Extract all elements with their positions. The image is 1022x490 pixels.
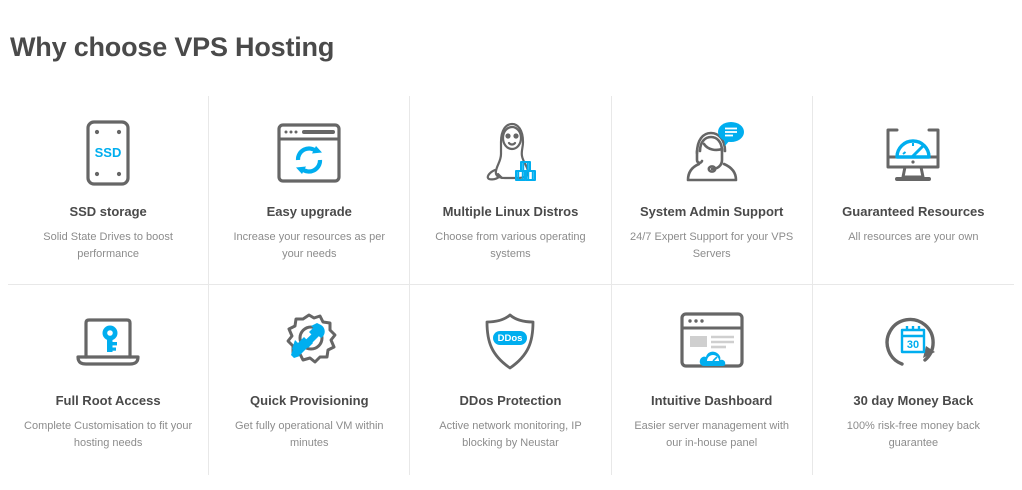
feature-title: Guaranteed Resources xyxy=(842,204,985,219)
feature-title: Easy upgrade xyxy=(266,204,352,219)
laptop-key-icon xyxy=(70,299,146,385)
feature-description: 24/7 Expert Support for your VPS Servers xyxy=(630,230,794,260)
feature-description: Choose from various operating systems xyxy=(435,230,586,260)
feature-description: Solid State Drives to boost performance xyxy=(43,230,173,260)
feature-title: Full Root Access xyxy=(55,393,161,408)
gear-wrench-icon xyxy=(277,299,341,385)
calendar-day-number: 30 xyxy=(907,339,919,351)
ssd-drive-icon: SSD xyxy=(85,110,131,196)
feature-title: 30 day Money Back xyxy=(853,393,974,408)
support-agent-headset-icon xyxy=(676,110,748,196)
feature-description: All resources are your own xyxy=(848,230,979,243)
feature-card-ddos-protection[interactable]: DDos DDos Protection Active network moni… xyxy=(410,285,612,475)
linux-penguin-icon xyxy=(475,110,545,196)
feature-description: 100% risk-free money back guarantee xyxy=(846,419,980,449)
feature-title: Multiple Linux Distros xyxy=(442,204,579,219)
feature-card-money-back[interactable]: 30 30 day Money Back 100% risk-free mone… xyxy=(813,285,1014,475)
calendar-refresh-30-icon: 30 xyxy=(878,299,948,385)
feature-card-intuitive-dashboard[interactable]: Intuitive Dashboard Easier server manage… xyxy=(612,285,813,475)
shield-ddos-icon: DDos xyxy=(479,299,541,385)
dashboard-cloud-icon xyxy=(679,299,745,385)
feature-card-ssd-storage[interactable]: SSD SSD storage Solid State Drives to bo… xyxy=(8,96,210,285)
feature-title: System Admin Support xyxy=(640,204,784,219)
browser-refresh-icon xyxy=(276,110,342,196)
feature-card-system-admin-support[interactable]: System Admin Support 24/7 Expert Support… xyxy=(611,96,813,285)
feature-card-multiple-linux-distros[interactable]: Multiple Linux Distros Choose from vario… xyxy=(410,96,612,285)
feature-card-easy-upgrade[interactable]: Easy upgrade Increase your resources as … xyxy=(209,96,411,285)
feature-grid: SSD SSD storage Solid State Drives to bo… xyxy=(8,96,1014,475)
page-title: Why choose VPS Hosting xyxy=(10,32,335,63)
feature-description: Active network monitoring, IP blocking b… xyxy=(439,419,582,449)
feature-card-quick-provisioning[interactable]: Quick Provisioning Get fully operational… xyxy=(209,285,411,475)
feature-description: Increase your resources as per your need… xyxy=(233,230,386,260)
feature-description: Complete Customisation to fit your hosti… xyxy=(24,419,193,449)
feature-title: Quick Provisioning xyxy=(250,393,369,408)
feature-card-guaranteed-resources[interactable]: Guaranteed Resources All resources are y… xyxy=(812,96,1014,285)
feature-description: Easier server management with our in-hou… xyxy=(634,419,789,449)
feature-title: DDos Protection xyxy=(459,393,562,408)
feature-description: Get fully operational VM within minutes xyxy=(234,419,384,449)
ssd-icon-text: SSD xyxy=(95,145,122,160)
monitor-gauge-icon xyxy=(875,110,951,196)
feature-title: SSD storage xyxy=(69,204,147,219)
feature-title: Intuitive Dashboard xyxy=(650,393,773,408)
feature-card-full-root-access[interactable]: Full Root Access Complete Customisation … xyxy=(8,285,210,475)
ddos-icon-text: DDos xyxy=(498,333,523,344)
